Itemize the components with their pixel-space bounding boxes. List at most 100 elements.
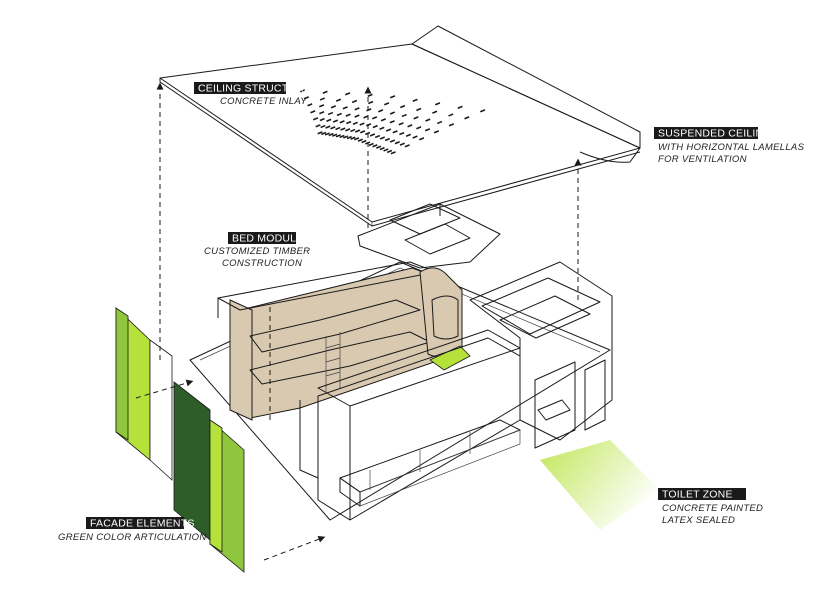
inlay-dot [359, 122, 365, 126]
label-bed-modules: BED MODULES CUSTOMIZED TIMBER CONSTRUCTI… [204, 232, 311, 269]
inlay-dot [354, 129, 361, 133]
inlay-dot [335, 134, 341, 138]
toilet-zone-floor [540, 440, 660, 530]
inlay-dot [416, 126, 422, 130]
inlay-dot [310, 110, 316, 114]
inlay-dot [404, 144, 410, 148]
inlay-dot [379, 126, 385, 130]
inlay-dot [464, 116, 470, 120]
inlay-dot [319, 117, 325, 122]
ceiling-structure-title: CEILING STRUCTURE [198, 83, 311, 95]
inlay-dot [330, 105, 337, 109]
inlay-dot [357, 138, 363, 142]
bed-modules-sub2: CONSTRUCTION [222, 258, 302, 269]
inlay-dot [419, 137, 425, 141]
inlay-dot [385, 128, 392, 132]
inlay-dot [321, 131, 327, 136]
concrete-inlay-pattern [300, 89, 486, 155]
suspended-ceiling-title: SUSPENDED CEILING [658, 128, 772, 140]
inlay-dot [315, 124, 321, 128]
inlay-dot [320, 124, 326, 129]
inlay-dot [394, 141, 400, 145]
inlay-dot [328, 132, 334, 137]
inlay-dot [390, 151, 396, 155]
inlay-dot [354, 137, 360, 141]
inlay-dot [424, 128, 431, 132]
facade-elements-title: FACADE ELEMENTS [90, 518, 195, 530]
inlay-dot [330, 126, 336, 130]
inlay-dot [359, 130, 366, 134]
inlay-dot [350, 128, 356, 133]
inlay-dot [343, 135, 349, 139]
suspended-ceiling-sub1: WITH HORIZONTAL LAMELLAS [658, 142, 805, 153]
inlay-dot [345, 128, 351, 132]
inlay-dot [384, 102, 390, 106]
inlay-dot [354, 114, 360, 118]
toilet-zone-sub2: LATEX SEALED [662, 515, 735, 526]
inlay-dot [389, 95, 396, 99]
inlay-dot [346, 135, 352, 140]
inlay-dot [332, 133, 338, 137]
inlay-dot [412, 98, 418, 102]
inlay-dot [366, 123, 372, 127]
inlay-dot [392, 130, 398, 134]
inlay-dot [361, 139, 367, 144]
label-facade-elements: FACADE ELEMENTS GREEN COLOR ARTICULATION [58, 517, 207, 543]
inlay-dot [380, 118, 387, 122]
inlay-dot [448, 123, 455, 127]
inlay-dot [350, 136, 356, 140]
inlay-dot [325, 125, 331, 129]
inlay-dot [332, 119, 339, 123]
inlay-dot [317, 131, 323, 135]
toilet-zone-title: TOILET ZONE [662, 489, 733, 501]
bed-modules-title: BED MODULES [232, 233, 311, 245]
inlay-dot [379, 146, 385, 151]
inlay-dot [383, 148, 389, 152]
inlay-dot [319, 104, 325, 108]
inlay-dot [346, 120, 352, 125]
inlay-dot [327, 111, 334, 116]
inlay-dot [413, 116, 419, 120]
inlay-dot [435, 102, 441, 106]
inlay-dot [407, 124, 413, 128]
inlay-dot [336, 112, 342, 117]
toilet-zone-sub1: CONCRETE PAINTED [662, 503, 763, 514]
inlay-dot [372, 124, 378, 129]
inlay-dot [376, 145, 382, 149]
inlay-dot [372, 144, 378, 148]
label-toilet-zone: TOILET ZONE CONCRETE PAINTED LATEX SEALE… [658, 488, 763, 526]
bed-modules-sub1: CUSTOMIZED TIMBER [204, 246, 310, 257]
inlay-dot [399, 142, 405, 146]
inlay-dot [342, 106, 348, 110]
inlay-dot [389, 111, 396, 115]
inlay-dot [368, 100, 374, 105]
inlay-dot [335, 126, 341, 131]
inlay-dot [384, 137, 391, 142]
inlay-dot [319, 111, 325, 115]
toilet-block [469, 261, 613, 449]
suspended-ceiling-sub2: FOR VENTILATION [658, 154, 747, 165]
inlay-dot [354, 107, 360, 111]
inlay-dot [399, 131, 405, 136]
inlay-dot [339, 120, 345, 124]
inlay-dot [400, 104, 406, 109]
inlay-dot [340, 127, 346, 131]
facade-elements-sub: GREEN COLOR ARTICULATION [58, 532, 207, 543]
inlay-dot [374, 134, 381, 139]
inlay-dot [313, 117, 319, 121]
inlay-dot [326, 118, 332, 122]
inlay-dot [351, 99, 358, 104]
inlay-dot [324, 132, 330, 136]
inlay-dot [416, 107, 422, 112]
inlay-dot [401, 113, 407, 118]
ceiling-structure-sub: CONCRETE INLAY [220, 96, 307, 107]
inlay-dot [372, 116, 378, 120]
explode-lines [135, 82, 582, 561]
inlay-dot [389, 120, 395, 124]
inlay-dot [379, 136, 386, 140]
inlay-dot [369, 133, 376, 137]
facade-elements [115, 307, 245, 573]
inlay-dot [319, 97, 326, 101]
inlay-dot [345, 113, 351, 117]
